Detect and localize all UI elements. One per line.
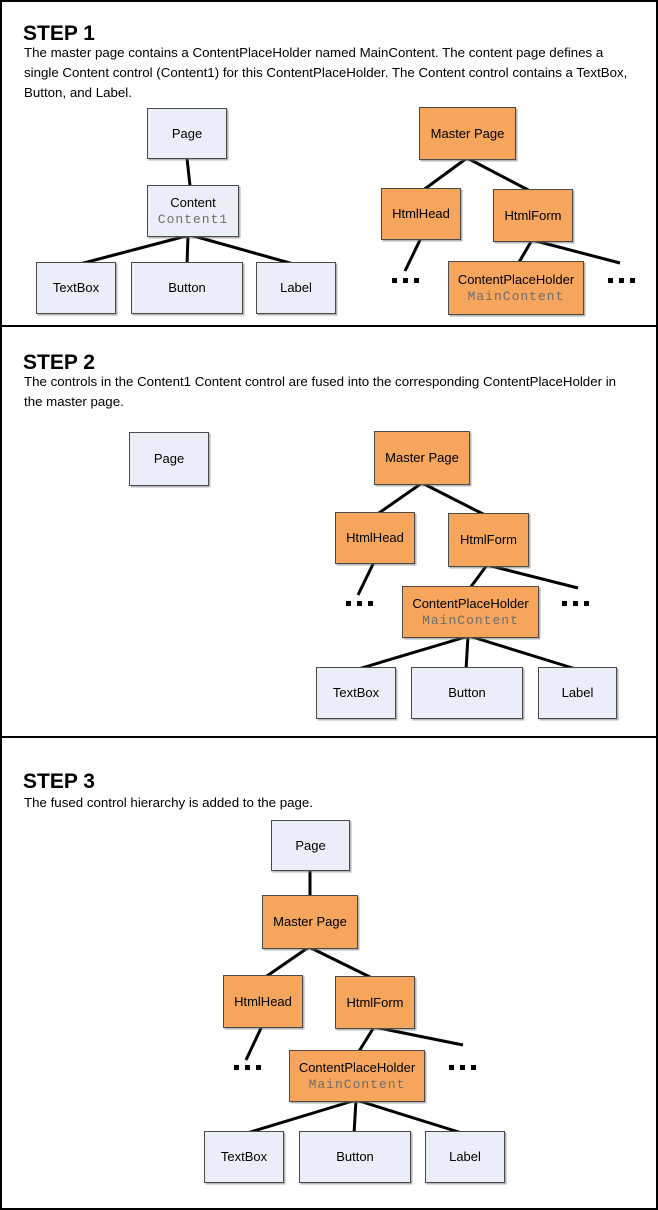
node-label: Content <box>170 194 216 210</box>
step1-label-node: Label <box>256 262 336 314</box>
node-label: ContentPlaceHolder <box>457 271 575 287</box>
step3-contentplaceholder-node: ContentPlaceHolder MainContent <box>289 1050 425 1102</box>
node-label: ContentPlaceHolder <box>412 595 529 611</box>
node-label: HtmlForm <box>504 207 562 223</box>
node-label: Page <box>153 451 185 466</box>
step3-description: The fused control hierarchy is added to … <box>24 795 314 811</box>
step3-button-node: Button <box>299 1131 411 1183</box>
node-label: Button <box>448 685 486 700</box>
step1-masterpage-node: Master Page <box>419 107 516 160</box>
ellipsis-icon <box>392 278 419 283</box>
step1-htmlhead-node: HtmlHead <box>381 188 461 240</box>
node-label: HtmlHead <box>392 206 450 221</box>
step3-htmlform-node: HtmlForm <box>335 976 415 1029</box>
step2-htmlhead-node: HtmlHead <box>335 512 415 564</box>
node-label: Button <box>168 280 206 295</box>
node-label: Button <box>336 1149 374 1164</box>
step2-textbox-node: TextBox <box>316 667 396 719</box>
step3-heading: STEP 3 <box>23 770 95 794</box>
step2-label-node: Label <box>538 667 617 719</box>
node-label: HtmlHead <box>234 993 292 1009</box>
step1-panel: STEP 1 The master page contains a Conten… <box>0 0 658 327</box>
node-label: ContentPlaceHolder <box>298 1059 416 1075</box>
node-label: HtmlForm <box>459 532 518 547</box>
ellipsis-icon <box>234 1065 261 1070</box>
node-label: Label <box>449 1149 481 1164</box>
node-label: Page <box>295 837 326 853</box>
step2-heading: STEP 2 <box>23 351 95 375</box>
step1-htmlform-node: HtmlForm <box>493 189 573 242</box>
node-label: TextBox <box>52 280 100 295</box>
node-label: HtmlForm <box>346 994 404 1010</box>
node-label: Master Page <box>385 450 459 465</box>
step3-page-node: Page <box>271 820 350 871</box>
step2-button-node: Button <box>411 667 523 719</box>
step1-content-node: Content Content1 <box>147 185 239 237</box>
node-id-label: Content1 <box>157 211 229 227</box>
node-label: Master Page <box>430 125 505 141</box>
step2-contentplaceholder-node: ContentPlaceHolder MainContent <box>402 586 539 638</box>
ellipsis-icon <box>608 278 635 283</box>
ellipsis-icon <box>346 601 373 606</box>
step1-page-node: Page <box>147 108 227 159</box>
node-label: Master Page <box>273 914 347 929</box>
step3-label-node: Label <box>425 1131 505 1183</box>
step3-textbox-node: TextBox <box>204 1131 284 1183</box>
step2-description: The controls in the Content1 Content con… <box>24 374 617 410</box>
ellipsis-icon <box>449 1065 476 1070</box>
step2-htmlform-node: HtmlForm <box>448 513 529 567</box>
node-label: TextBox <box>332 685 380 700</box>
step3-masterpage-node: Master Page <box>262 895 358 949</box>
step1-heading: STEP 1 <box>23 22 95 46</box>
step1-description: The master page contains a ContentPlaceH… <box>24 45 628 101</box>
node-label: HtmlHead <box>346 530 404 545</box>
ellipsis-icon <box>562 601 589 606</box>
step2-panel: STEP 2 The controls in the Content1 Cont… <box>0 325 658 738</box>
step2-page-node: Page <box>129 432 209 486</box>
step3-panel: STEP 3 The fused control hierarchy is ad… <box>0 736 658 1210</box>
node-label: TextBox <box>220 1149 268 1164</box>
step1-contentplaceholder-node: ContentPlaceHolder MainContent <box>448 261 584 315</box>
node-id-label: MainContent <box>308 1076 406 1092</box>
step3-htmlhead-node: HtmlHead <box>223 975 303 1028</box>
node-label: Label <box>561 685 594 700</box>
step1-button-node: Button <box>131 262 243 314</box>
step2-masterpage-node: Master Page <box>374 431 470 485</box>
step1-textbox-node: TextBox <box>36 262 116 314</box>
node-id-label: MainContent <box>422 612 519 628</box>
node-id-label: MainContent <box>467 288 565 304</box>
node-label: Page <box>171 125 203 141</box>
node-label: Label <box>280 280 312 295</box>
